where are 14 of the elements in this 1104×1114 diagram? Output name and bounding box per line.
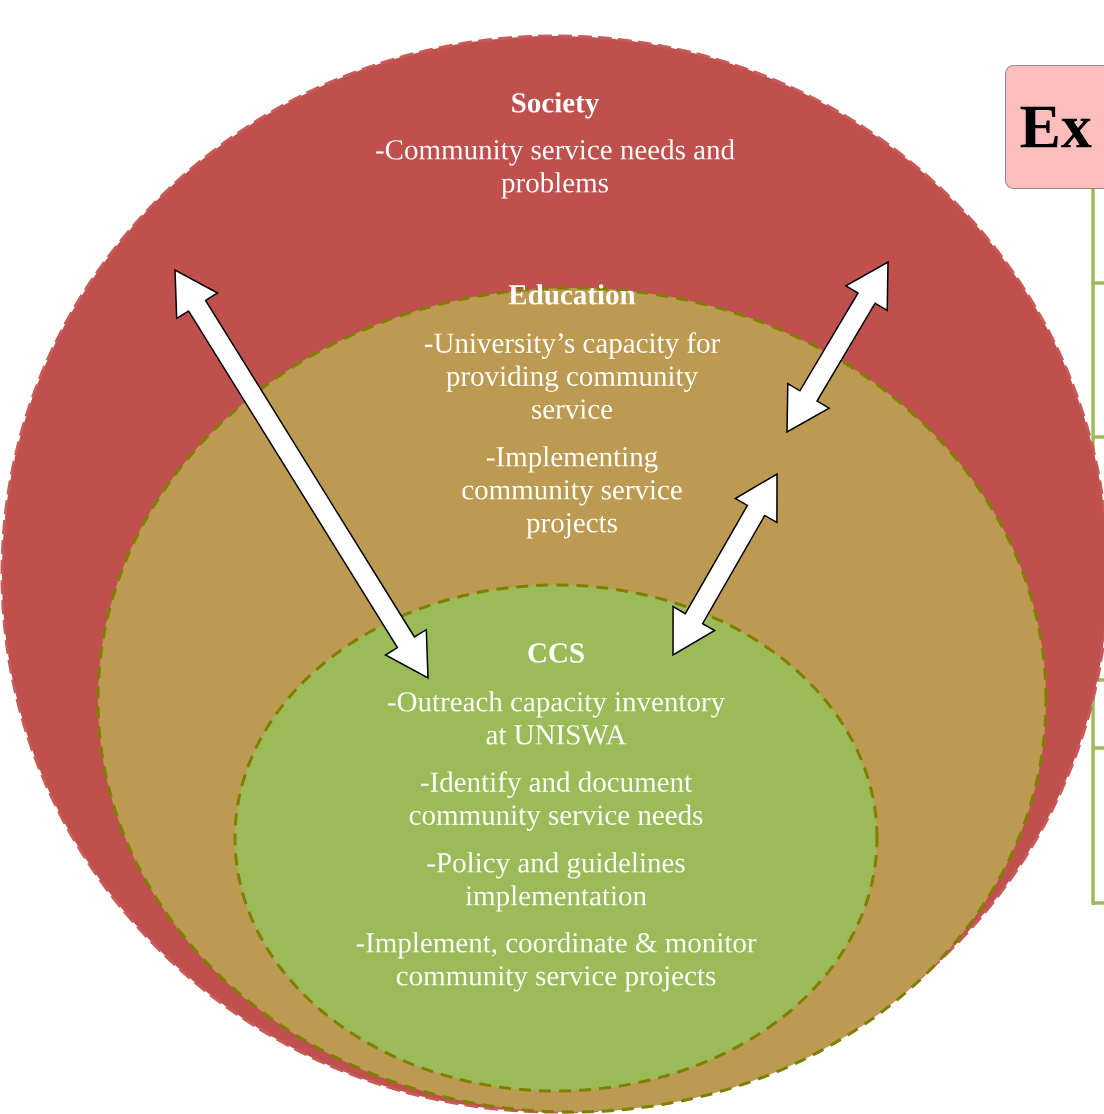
double-arrow [672, 472, 778, 657]
double-arrow [174, 268, 429, 680]
circle-text: -Policy and guidelines implementation [427, 852, 685, 912]
circle-title: Education [508, 284, 636, 305]
title-box: Ex [1005, 65, 1104, 189]
circle-text: -Outreach capacity inventory at UNISWA [388, 691, 725, 745]
circle-title: CCS [528, 643, 584, 663]
circle-text: -Implement, coordinate & monitor community service projects [356, 932, 757, 992]
circle-text: -University’s capacity for providing community service [424, 332, 720, 419]
circle-text: -Implementing community service projects [462, 446, 682, 539]
circle-text: -Identify and document community service needs [409, 771, 703, 831]
circle-title: Society [512, 92, 599, 119]
circle-text: -Community service needs and problems [376, 139, 735, 199]
double-arrow [786, 260, 889, 434]
